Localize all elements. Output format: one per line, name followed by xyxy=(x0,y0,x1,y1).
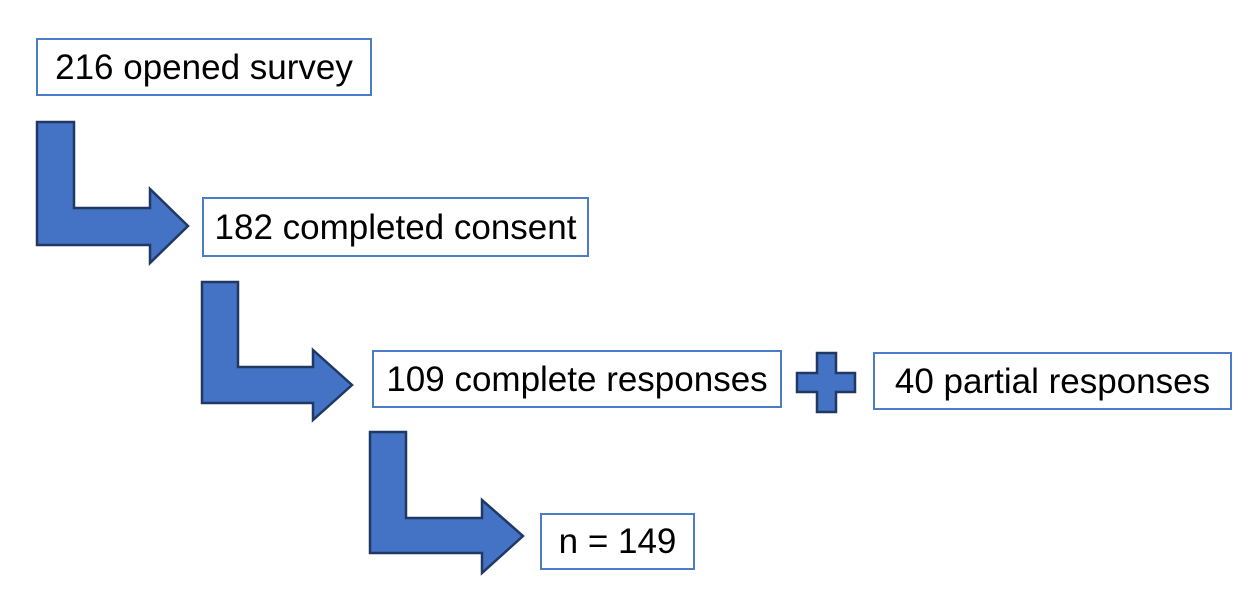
node-completed-consent-label: 182 completed consent xyxy=(214,207,577,247)
node-partial-responses: 40 partial responses xyxy=(873,352,1232,410)
elbow-arrow-1 xyxy=(35,120,190,266)
node-completed-consent: 182 completed consent xyxy=(202,197,589,257)
node-complete-responses-label: 109 complete responses xyxy=(386,359,768,399)
node-total-label: n = 149 xyxy=(558,522,677,561)
node-complete-responses: 109 complete responses xyxy=(372,350,782,408)
elbow-arrow-3 xyxy=(368,430,525,576)
elbow-arrow-2 xyxy=(200,280,354,423)
node-total: n = 149 xyxy=(540,513,695,570)
plus-icon xyxy=(795,351,857,414)
node-opened-survey: 216 opened survey xyxy=(36,38,372,96)
node-partial-responses-label: 40 partial responses xyxy=(894,361,1211,401)
node-opened-survey-label: 216 opened survey xyxy=(55,47,353,87)
